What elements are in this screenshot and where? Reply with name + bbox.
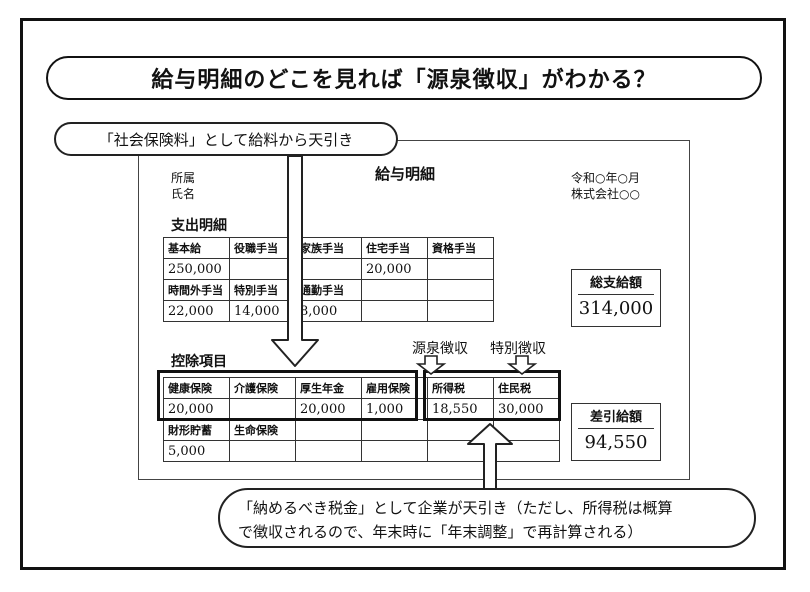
- payslip-heading: 給与明細: [375, 165, 436, 183]
- up-arrow-icon: [467, 423, 513, 491]
- special-collection-label: 特別徴収: [490, 341, 546, 357]
- table-cell: 健康保険: [163, 377, 230, 399]
- net-total-label: 差引給額: [578, 408, 654, 429]
- table-cell: 家族手当: [295, 237, 362, 259]
- table-cell: 雇用保険: [361, 377, 428, 399]
- withholding-label: 源泉徴収: [412, 341, 468, 357]
- table-cell: 厚生年金: [295, 377, 362, 399]
- table-cell: 22,000: [163, 300, 230, 322]
- small-down-arrow-icon: [506, 355, 538, 376]
- payments-label-row-2: 時間外手当 特別手当 通勤手当: [163, 279, 494, 301]
- payments-value-row-2: 22,000 14,000 8,000: [163, 300, 494, 322]
- affiliation-label: 所属: [171, 171, 196, 185]
- deductions-table: 健康保険 介護保険 厚生年金 雇用保険 所得税 住民税 20,000 20,00…: [163, 377, 560, 462]
- deductions-label-row-1: 健康保険 介護保険 厚生年金 雇用保険 所得税 住民税: [163, 377, 560, 399]
- net-total-box: 差引給額 94,550: [571, 403, 661, 461]
- tax-highlight: [423, 370, 561, 421]
- bottom-callout-line-1: 「納めるべき税金」として企業が天引き（ただし、所得税は概算: [238, 499, 673, 517]
- gross-total-label: 総支給額: [578, 274, 654, 295]
- table-cell: 5,000: [163, 440, 230, 462]
- table-cell: 20,000: [361, 258, 428, 280]
- table-cell: 住民税: [493, 377, 560, 399]
- deductions-title: 控除項目: [171, 354, 227, 370]
- gross-total-box: 総支給額 314,000: [571, 269, 661, 327]
- table-cell: 役職手当: [229, 237, 296, 259]
- net-total-value: 94,550: [584, 432, 648, 453]
- payments-title: 支出明細: [171, 218, 227, 234]
- deductions-value-row-2: 5,000: [163, 440, 560, 462]
- company-label: 株式会社○○: [571, 187, 640, 201]
- page-title: 給与明細のどこを見れば「源泉徴収」がわかる？: [46, 56, 762, 100]
- table-cell: 30,000: [493, 398, 560, 420]
- table-cell: [427, 300, 494, 322]
- top-callout-text: 「社会保険料」として給料から天引き: [98, 130, 354, 149]
- bottom-callout-line-2: で徴収されるので、年末時に「年末調整」で再計算される）: [238, 523, 643, 541]
- payslip-document: 所属 氏名 給与明細 令和○年○月 株式会社○○ 支出明細 基本給 役職手当 家…: [138, 140, 690, 480]
- table-cell: 資格手当: [427, 237, 494, 259]
- small-down-arrow-icon: [415, 355, 447, 376]
- era-label: 令和○年○月: [571, 171, 640, 185]
- bottom-callout: 「納めるべき税金」として企業が天引き（ただし、所得税は概算 で徴収されるので、年…: [218, 488, 756, 548]
- table-cell: 財形貯蓄: [163, 419, 230, 441]
- deductions-value-row-1: 20,000 20,000 1,000 18,550 30,000: [163, 398, 560, 420]
- payments-table: 基本給 役職手当 家族手当 住宅手当 資格手当 250,000 20,000 時…: [163, 237, 494, 322]
- table-cell: 14,000: [229, 300, 296, 322]
- gross-total-value: 314,000: [578, 298, 654, 319]
- name-label: 氏名: [171, 187, 196, 201]
- down-arrow-icon: [271, 155, 319, 367]
- table-cell: 250,000: [163, 258, 230, 280]
- payments-value-row-1: 250,000 20,000: [163, 258, 494, 280]
- social-insurance-highlight: [157, 370, 418, 421]
- top-callout: 「社会保険料」として給料から天引き: [54, 122, 398, 156]
